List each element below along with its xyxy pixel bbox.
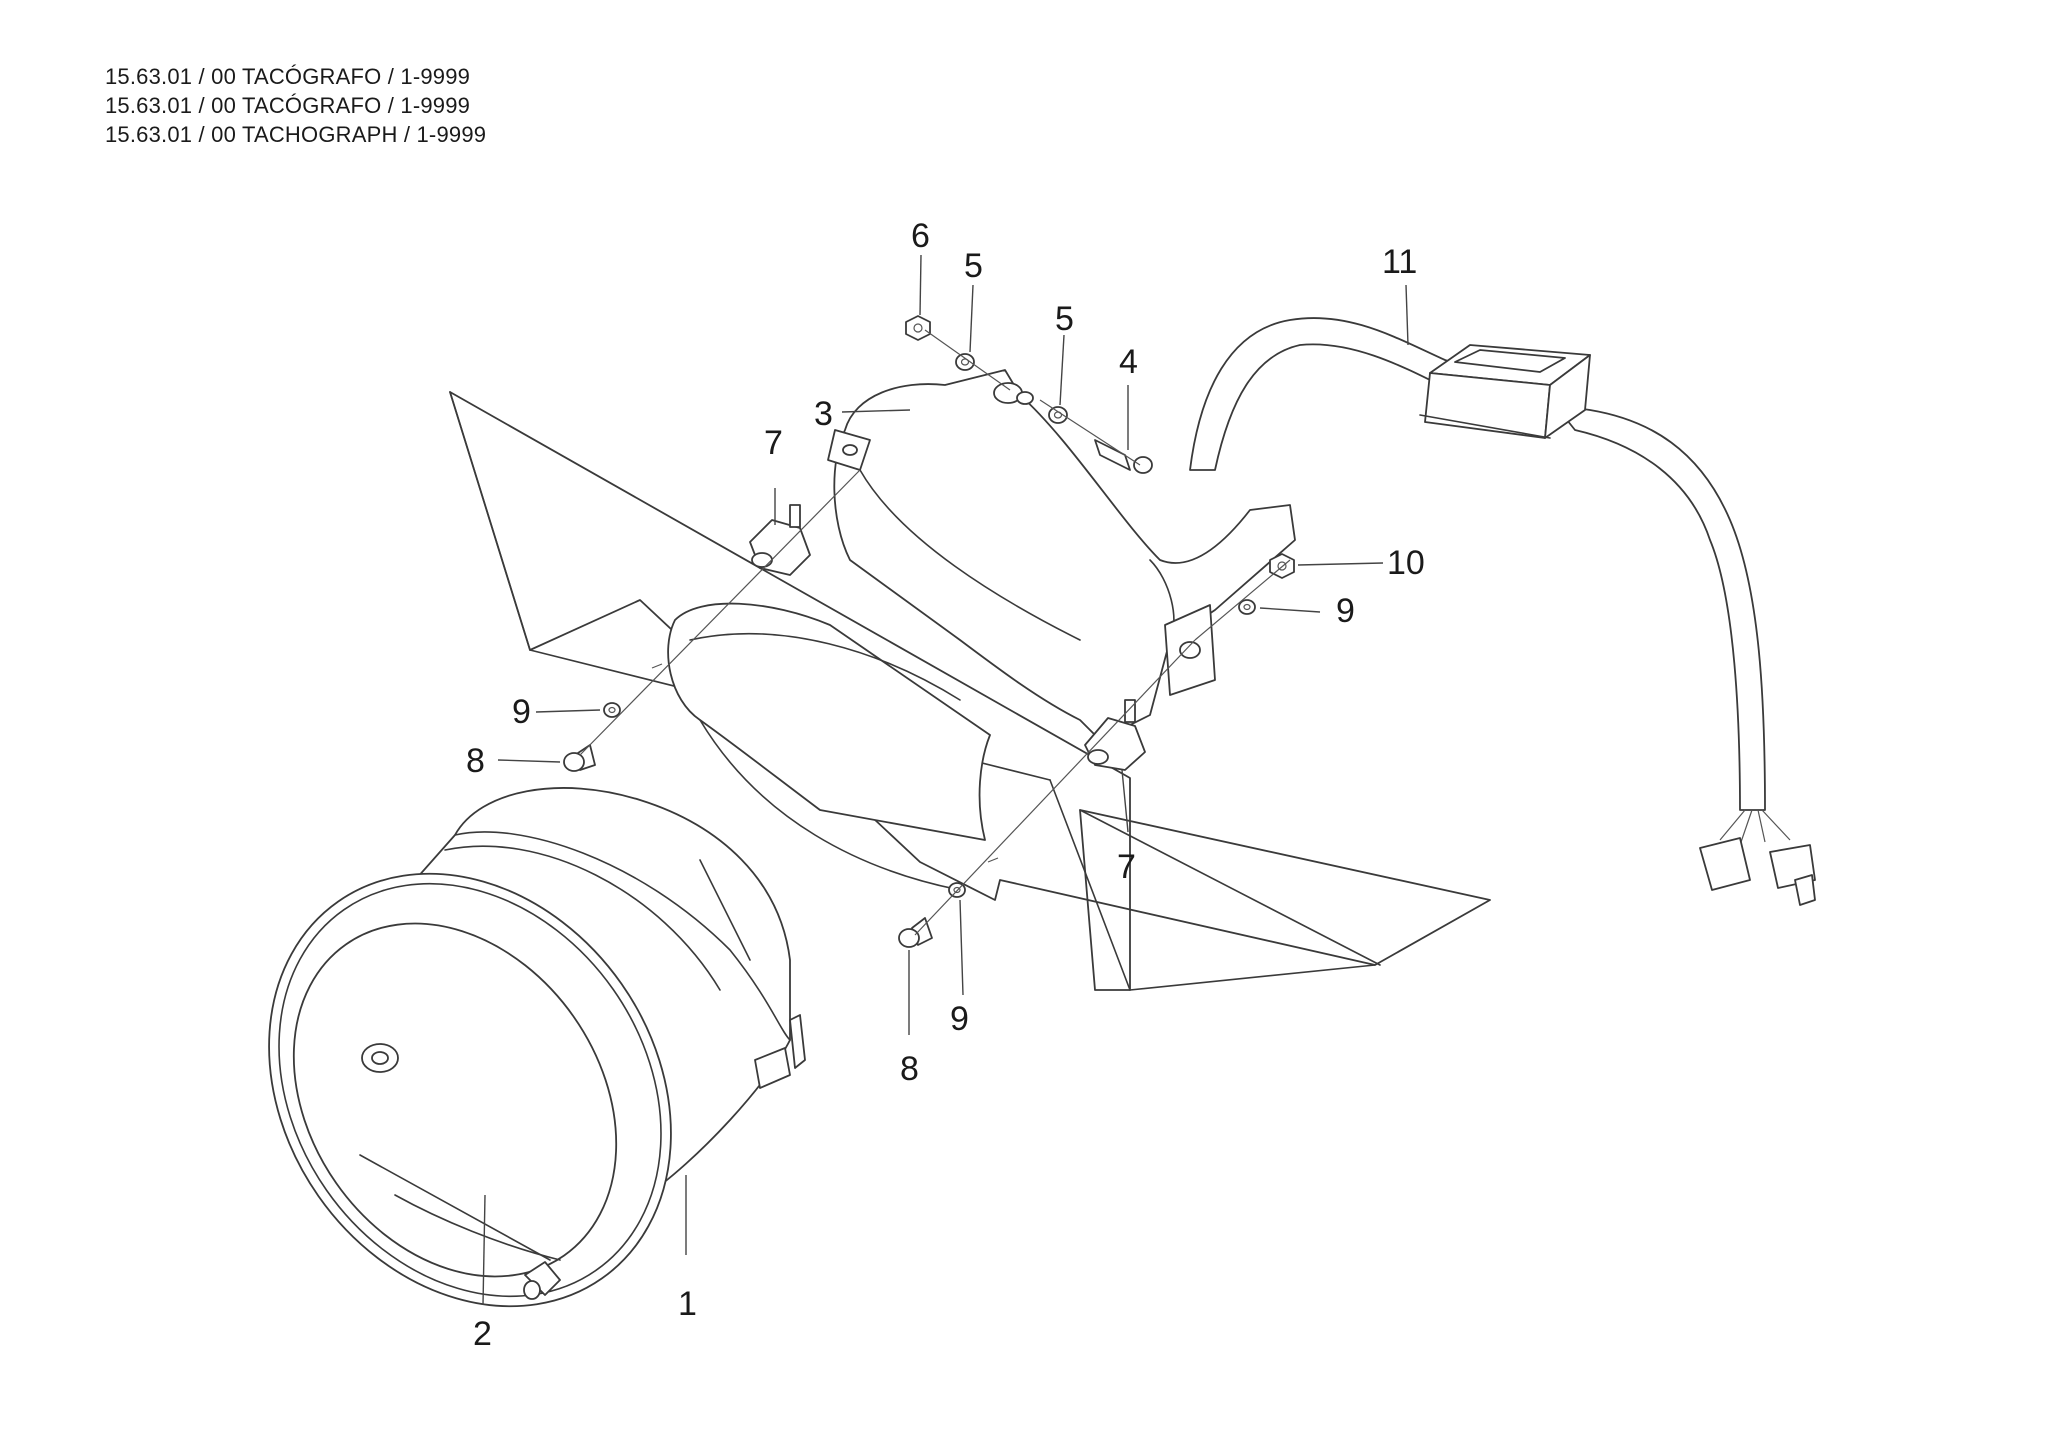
callout-6: 6 — [911, 217, 930, 255]
screw-item-8-bottom — [898, 917, 933, 948]
mounting-bracket — [827, 369, 1296, 741]
cowl-shroud — [667, 602, 991, 891]
callout-9-bottom: 9 — [950, 1000, 969, 1038]
washer-item-5-right — [1048, 406, 1068, 424]
callout-9-right: 9 — [1336, 592, 1355, 630]
callout-2: 2 — [473, 1315, 492, 1353]
screw-item-4 — [1094, 439, 1153, 474]
washer-item-9-left — [603, 702, 621, 718]
screw-item-8-left — [563, 744, 596, 772]
callout-7-upper: 7 — [764, 424, 783, 462]
callout-3: 3 — [814, 395, 833, 433]
leader-lines — [482, 254, 1409, 1306]
callout-labels: 1 2 3 4 5 5 6 7 7 8 8 9 9 9 10 11 — [466, 217, 1425, 1353]
rubber-mount-lower — [1084, 699, 1146, 771]
callout-11: 11 — [1382, 243, 1417, 281]
callout-7-lower: 7 — [1117, 848, 1136, 886]
callout-5-right: 5 — [1055, 300, 1074, 338]
gauge-front-bezel — [268, 872, 672, 1308]
callout-8-bottom: 8 — [900, 1050, 919, 1088]
callout-9-left: 9 — [512, 693, 531, 731]
wiring-harness — [1189, 317, 1816, 906]
header-line-3: 15.63.01 / 00 TACHOGRAPH / 1-9999 — [105, 122, 487, 147]
header-line-2: 15.63.01 / 00 TACÓGRAFO / 1-9999 — [105, 93, 471, 118]
callout-8-left: 8 — [466, 742, 485, 780]
assembly-axes — [579, 329, 1291, 936]
callout-5-left: 5 — [964, 247, 983, 285]
callout-4: 4 — [1119, 343, 1138, 381]
callout-10: 10 — [1387, 544, 1425, 582]
header-line-1: 15.63.01 / 00 TACÓGRAFO / 1-9999 — [105, 64, 471, 89]
washer-item-5-left — [955, 353, 975, 371]
nut-item-6 — [905, 315, 931, 341]
washer-item-9-right — [1238, 599, 1256, 615]
callout-1: 1 — [678, 1285, 697, 1323]
header-title-block: 15.63.01 / 00 TACÓGRAFO / 1-9999 15.63.0… — [105, 62, 486, 149]
rubber-mount-upper — [749, 504, 811, 576]
